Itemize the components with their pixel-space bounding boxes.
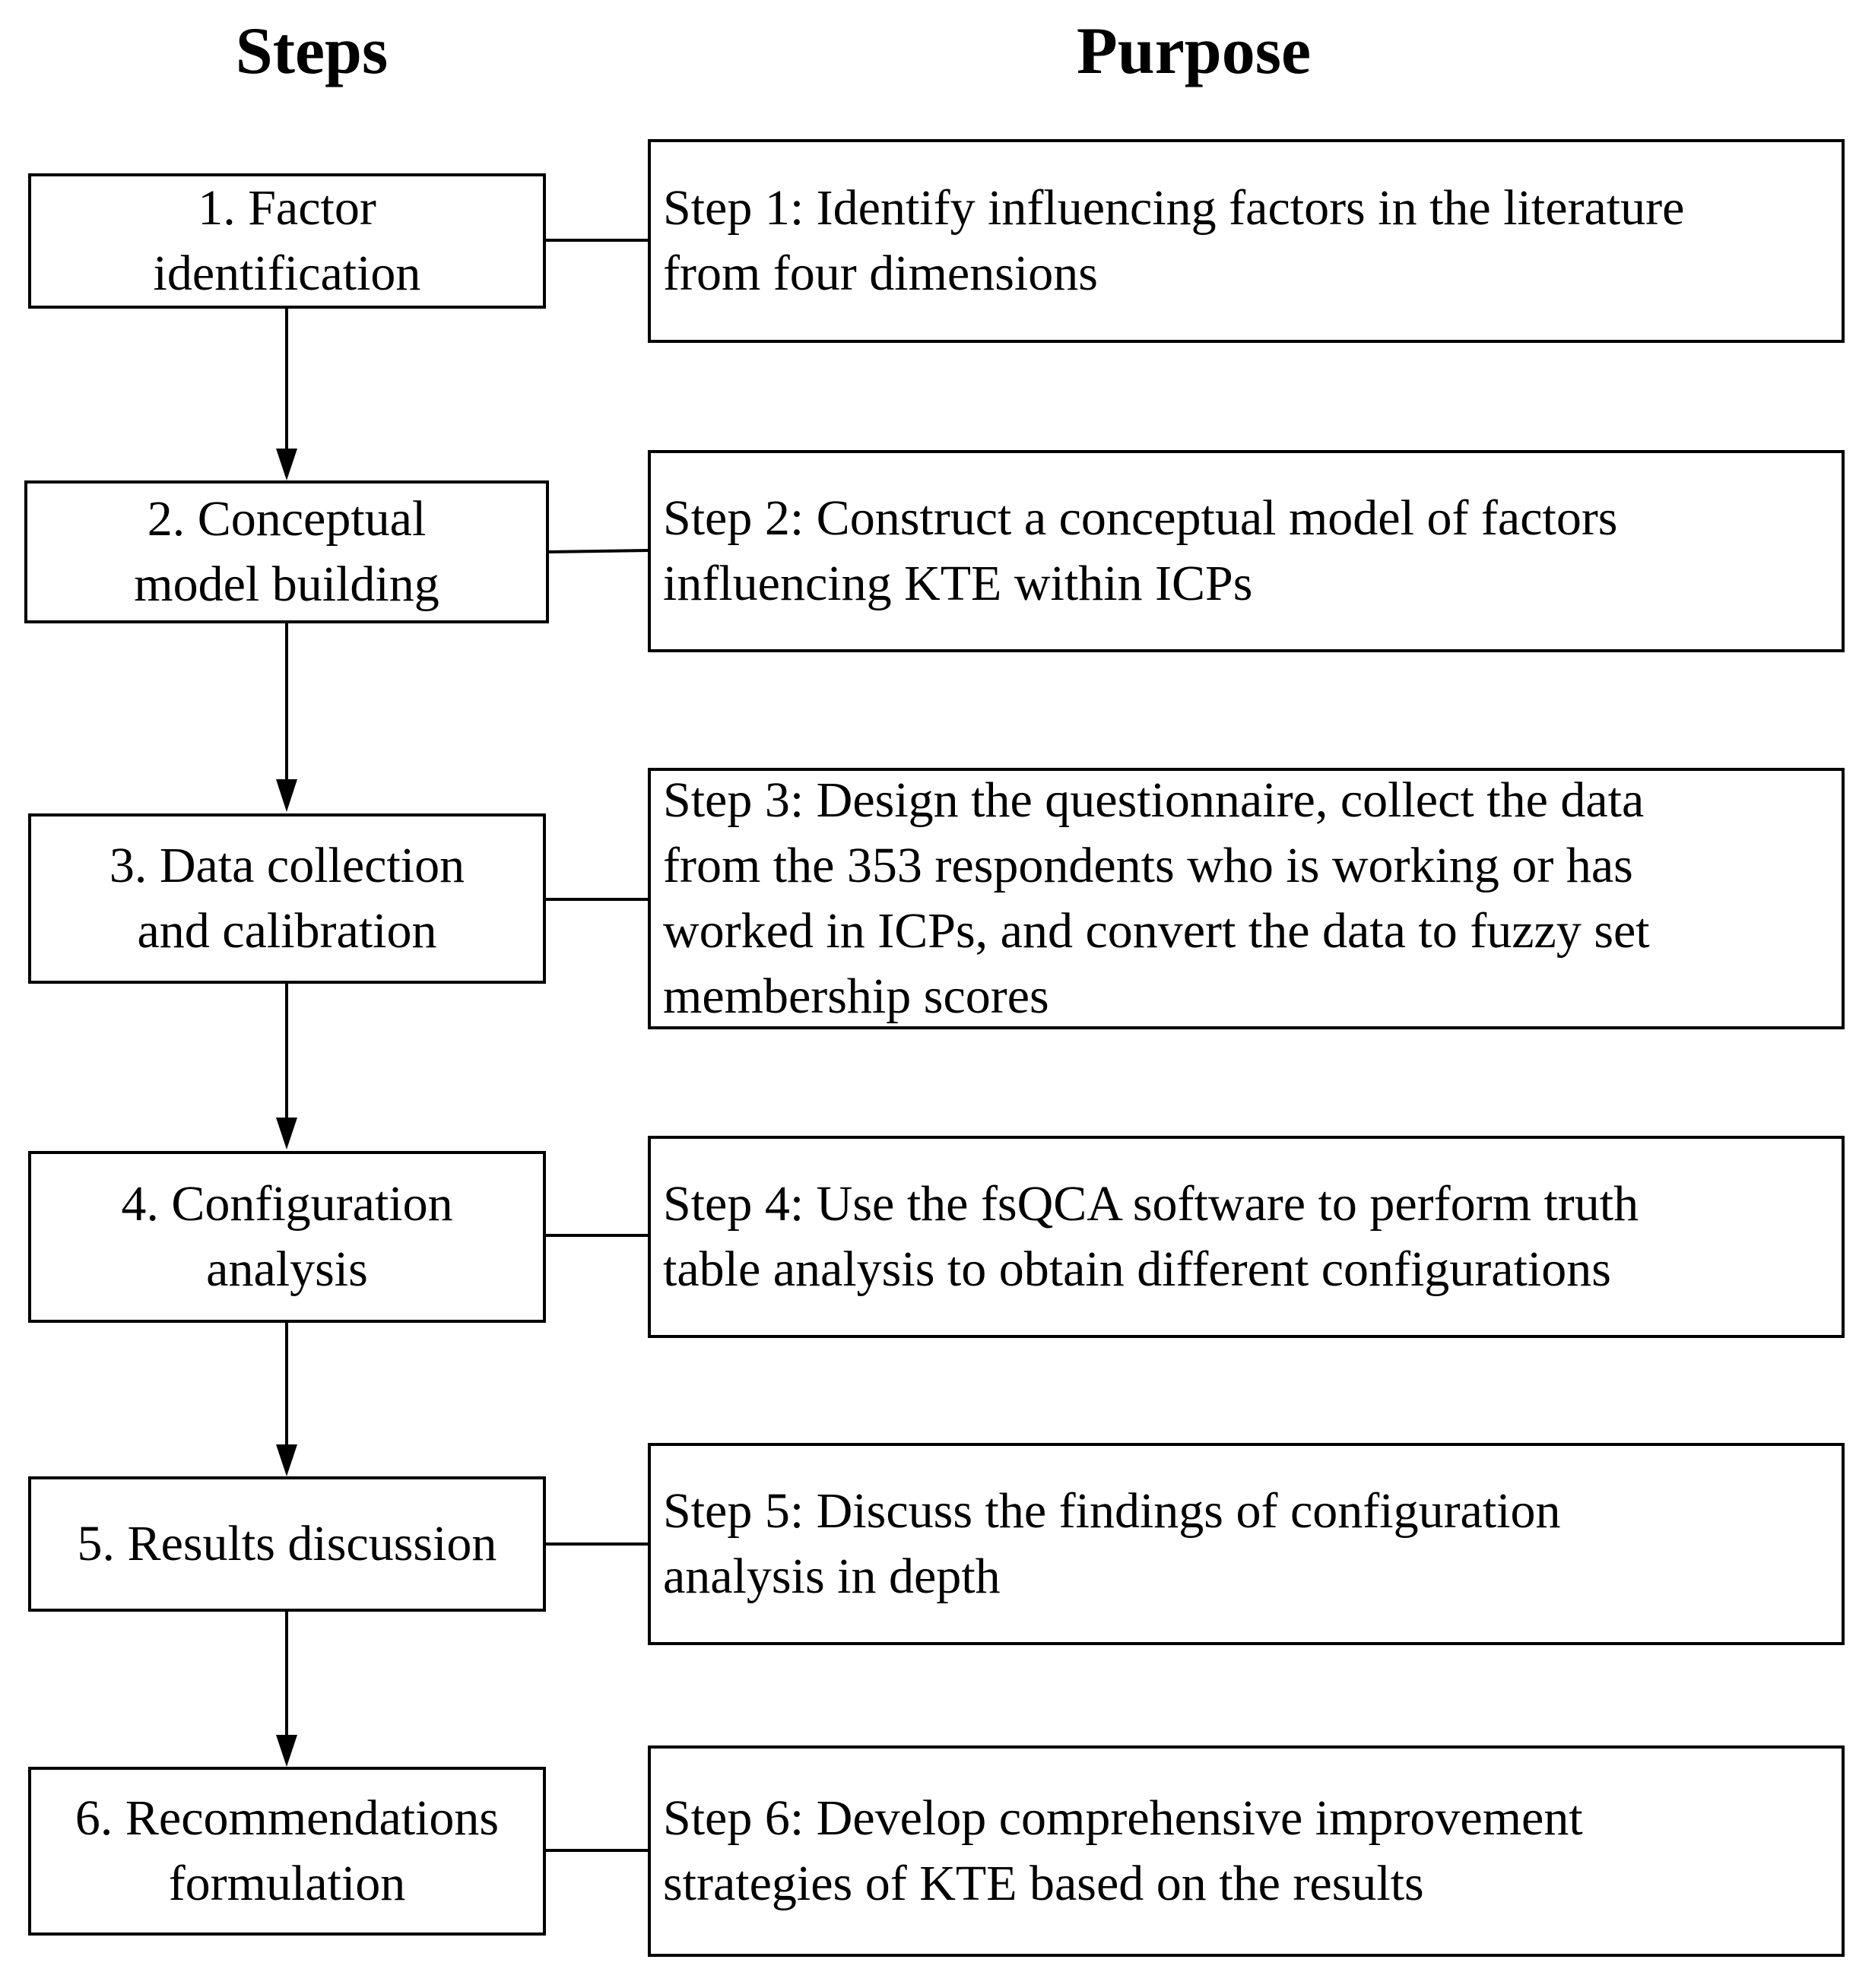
arrow-5-to-6 bbox=[276, 1612, 297, 1767]
step-label-3: 3. Data collection and calibration bbox=[109, 838, 465, 959]
arrow-2-to-3 bbox=[276, 623, 297, 812]
purpose-text-3: Step 3: Design the questionnaire, collec… bbox=[663, 772, 1650, 1024]
arrow-4-to-5 bbox=[276, 1323, 297, 1476]
step-box-4: 4. Configuration analysis bbox=[28, 1151, 546, 1323]
purpose-box-6: Step 6: Develop comprehensive improvemen… bbox=[648, 1745, 1845, 1957]
step-box-1: 1. Factor identification bbox=[28, 173, 546, 309]
purpose-text-5: Step 5: Discuss the findings of configur… bbox=[663, 1483, 1561, 1604]
purpose-box-4: Step 4: Use the fsQCA software to perfor… bbox=[648, 1136, 1845, 1338]
purpose-text-6: Step 6: Develop comprehensive improvemen… bbox=[663, 1790, 1583, 1911]
connector-step-2 bbox=[547, 549, 650, 553]
step-label-4: 4. Configuration analysis bbox=[121, 1176, 453, 1297]
step-box-6: 6. Recommendations formulation bbox=[28, 1767, 546, 1936]
step-box-3: 3. Data collection and calibration bbox=[28, 813, 546, 984]
purpose-text-4: Step 4: Use the fsQCA software to perfor… bbox=[663, 1176, 1639, 1297]
step-label-5: 5. Results discussion bbox=[77, 1516, 497, 1572]
step-label-6: 6. Recommendations formulation bbox=[75, 1790, 500, 1911]
arrow-1-to-2 bbox=[276, 309, 297, 480]
purpose-box-2: Step 2: Construct a conceptual model of … bbox=[648, 450, 1845, 652]
arrow-3-to-4 bbox=[276, 984, 297, 1149]
step-label-1: 1. Factor identification bbox=[153, 180, 421, 301]
purpose-box-1: Step 1: Identify influencing factors in … bbox=[648, 139, 1845, 343]
purpose-box-5: Step 5: Discuss the findings of configur… bbox=[648, 1443, 1845, 1645]
purpose-box-3: Step 3: Design the questionnaire, collec… bbox=[648, 768, 1845, 1029]
purpose-text-2: Step 2: Construct a conceptual model of … bbox=[663, 490, 1618, 611]
step-label-2: 2. Conceptual model building bbox=[134, 491, 439, 612]
step-box-2: 2. Conceptual model building bbox=[24, 480, 549, 623]
purpose-column-header: Purpose bbox=[1077, 14, 1311, 88]
steps-column-header: Steps bbox=[235, 14, 389, 88]
purpose-text-1: Step 1: Identify influencing factors in … bbox=[663, 180, 1685, 301]
step-box-5: 5. Results discussion bbox=[28, 1476, 546, 1612]
